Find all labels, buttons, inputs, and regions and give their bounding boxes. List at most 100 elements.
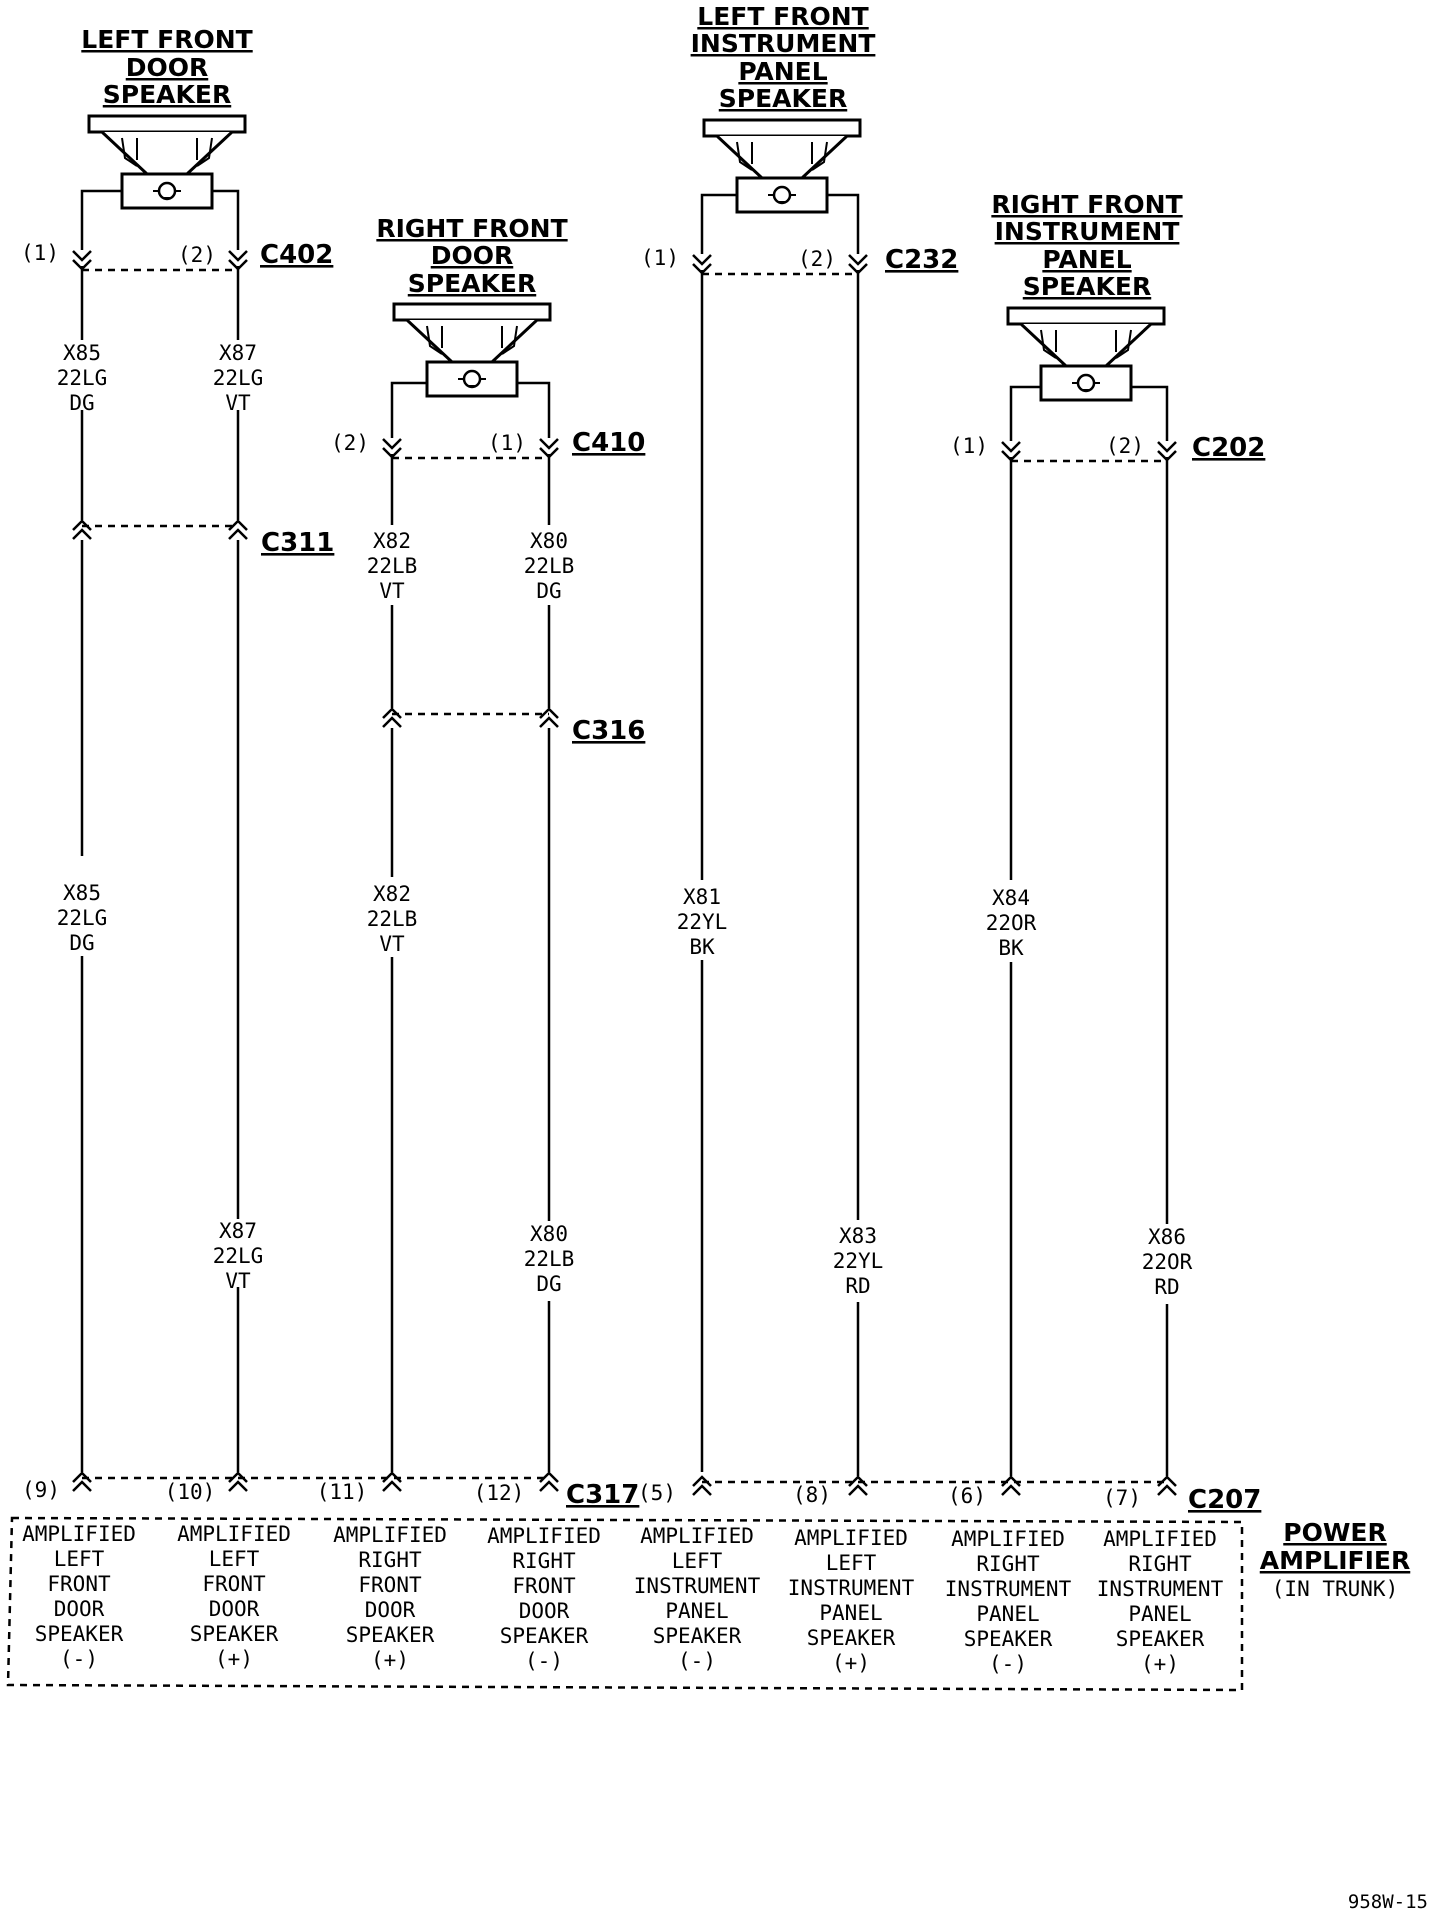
wire-label-line: X83 <box>839 1224 877 1248</box>
wire-label-line: DG <box>536 1272 561 1296</box>
power-amplifier-box: AMPLIFIED LEFT FRONT DOOR SPEAKER (-) AM… <box>6 1516 1244 1692</box>
terminal-label-line: FRONT <box>512 1574 576 1598</box>
wire-label-line: VT <box>379 932 405 956</box>
speaker-title-line: INSTRUMENT <box>995 217 1180 246</box>
pin-label: (7) <box>1103 1486 1141 1510</box>
wire-label-x82-upper: X82 22LB VT <box>367 529 418 603</box>
amplifier-terminal: AMPLIFIED LEFT INSTRUMENT PANEL SPEAKER … <box>634 1524 761 1673</box>
amplifier-terminal: AMPLIFIED RIGHT FRONT DOOR SPEAKER (+) <box>333 1523 447 1672</box>
pin-label: (2) <box>178 243 216 267</box>
terminal-label-line: INSTRUMENT <box>1097 1577 1224 1601</box>
terminal-label-line: LEFT <box>826 1551 877 1575</box>
speaker-title-line: RIGHT FRONT <box>991 190 1182 219</box>
right-front-instrument-panel-speaker: RIGHT FRONT INSTRUMENT PANEL SPEAKER <box>991 190 1183 402</box>
pin-label: (9) <box>22 1478 60 1502</box>
terminal-label-line: AMPLIFIED <box>1103 1527 1217 1551</box>
terminal-label-line: RIGHT <box>1128 1552 1192 1576</box>
terminal-label-line: AMPLIFIED <box>640 1524 754 1548</box>
connector-label-c311: C311 <box>261 528 334 558</box>
connector-label-c410: C410 <box>572 428 645 458</box>
wire-labels: X85 22LG DG X87 22LG VT X82 22LB VT X80 … <box>57 341 1193 1299</box>
speaker-title-line: LEFT FRONT <box>81 25 252 54</box>
right-front-door-speaker: RIGHT FRONT DOOR SPEAKER <box>376 214 568 398</box>
speaker-icon <box>702 118 862 214</box>
terminal-label-line: AMPLIFIED <box>22 1522 136 1546</box>
wire-label-line: 22LB <box>367 907 418 931</box>
pin-label: (6) <box>948 1484 986 1508</box>
pin-label: (12) <box>474 1481 525 1505</box>
terminal-label-line: DOOR <box>54 1597 105 1621</box>
terminal-label-line: AMPLIFIED <box>177 1522 291 1546</box>
speaker-title-line: SPEAKER <box>1023 272 1151 301</box>
terminal-label-line: AMPLIFIED <box>333 1523 447 1547</box>
terminal-label-line: AMPLIFIED <box>951 1527 1065 1551</box>
wire-label-line: X87 <box>219 341 257 365</box>
terminal-label-line: SPEAKER <box>653 1624 742 1648</box>
terminal-label-line: (-) <box>60 1647 98 1671</box>
wire-label-x84: X84 22OR BK <box>986 886 1037 960</box>
connector-label-c317: C317 <box>566 1480 639 1510</box>
wire-label-line: 22LB <box>524 554 575 578</box>
wire-label-x80-lower: X80 22LB DG <box>524 1222 575 1296</box>
terminal-label-line: FRONT <box>47 1572 111 1596</box>
pin-label: (8) <box>793 1483 831 1507</box>
wire-label-line: 22LB <box>367 554 418 578</box>
wire-label-line: 22OR <box>1142 1250 1193 1274</box>
wire-label-line: BK <box>998 936 1024 960</box>
speaker-icon <box>87 114 247 210</box>
wire-label-line: 22LG <box>213 366 264 390</box>
terminal-label-line: LEFT <box>54 1547 105 1571</box>
wire-label-line: X87 <box>219 1219 257 1243</box>
wire-label-x85-lower: X85 22LG DG <box>57 881 108 955</box>
speaker-title-line: LEFT FRONT <box>697 2 868 31</box>
pin-label: (2) <box>1106 434 1144 458</box>
pin-numbers: (1) (2) (2) (1) (1) (2) (1) (2) (9) (10)… <box>21 241 1144 1510</box>
wire-label-line: X84 <box>992 886 1030 910</box>
amplifier-terminal: AMPLIFIED RIGHT INSTRUMENT PANEL SPEAKER… <box>1097 1527 1224 1676</box>
pin-label: (5) <box>638 1481 676 1505</box>
terminal-label-line: INSTRUMENT <box>945 1577 1072 1601</box>
connector-pin-symbol <box>691 1475 713 1497</box>
terminal-label-line: FRONT <box>202 1572 266 1596</box>
amplifier-subtitle: (IN TRUNK) <box>1272 1577 1398 1601</box>
wire-runs <box>80 266 1169 1476</box>
connector-symbols <box>71 249 1178 1497</box>
wire-label-x86: X86 22OR RD <box>1142 1225 1193 1299</box>
connector-pin-symbol <box>71 519 93 541</box>
wire-label-line: 22OR <box>986 911 1037 935</box>
amplifier-terminal: AMPLIFIED LEFT FRONT DOOR SPEAKER (-) <box>22 1522 136 1671</box>
terminal-label-line: RIGHT <box>976 1552 1040 1576</box>
wire-label-line: RD <box>845 1274 870 1298</box>
terminal-label-line: LEFT <box>209 1547 260 1571</box>
connector-pin-symbol <box>847 1475 869 1497</box>
connector-label-c316: C316 <box>572 716 645 746</box>
terminal-label-line: (-) <box>678 1649 716 1673</box>
pin-label: (2) <box>798 247 836 271</box>
amplifier-title-line: AMPLIFIER <box>1260 1546 1411 1575</box>
wire-label-line: BK <box>689 935 715 959</box>
connector-labels: C402 C410 C232 C202 C311 C316 C317 C207 <box>260 240 1265 1515</box>
connector-label-c402: C402 <box>260 240 333 270</box>
terminal-label-line: (-) <box>525 1649 563 1673</box>
speaker-title-line: PANEL <box>738 57 827 86</box>
terminal-label-line: FRONT <box>358 1573 422 1597</box>
terminal-label-line: PANEL <box>1128 1602 1191 1626</box>
connector-pin-symbol <box>538 1471 560 1493</box>
pin-label: (1) <box>950 434 988 458</box>
pin-label: (2) <box>331 431 369 455</box>
terminal-label-line: AMPLIFIED <box>794 1526 908 1550</box>
wire-label-line: X85 <box>63 881 101 905</box>
wire-label-x82-lower: X82 22LB VT <box>367 882 418 956</box>
connector-label-c232: C232 <box>885 245 958 275</box>
wire-label-line: X82 <box>373 882 411 906</box>
terminal-label-line: PANEL <box>665 1599 728 1623</box>
connector-label-c207: C207 <box>1188 1485 1261 1515</box>
terminal-label-line: (+) <box>832 1651 870 1675</box>
wire-label-line: X86 <box>1148 1225 1186 1249</box>
speaker-title-line: SPEAKER <box>103 80 231 109</box>
wire-label-line: VT <box>225 391 251 415</box>
wire-label-line: DG <box>69 391 94 415</box>
pin-label: (10) <box>165 1480 216 1504</box>
wire-label-x80-upper: X80 22LB DG <box>524 529 575 603</box>
